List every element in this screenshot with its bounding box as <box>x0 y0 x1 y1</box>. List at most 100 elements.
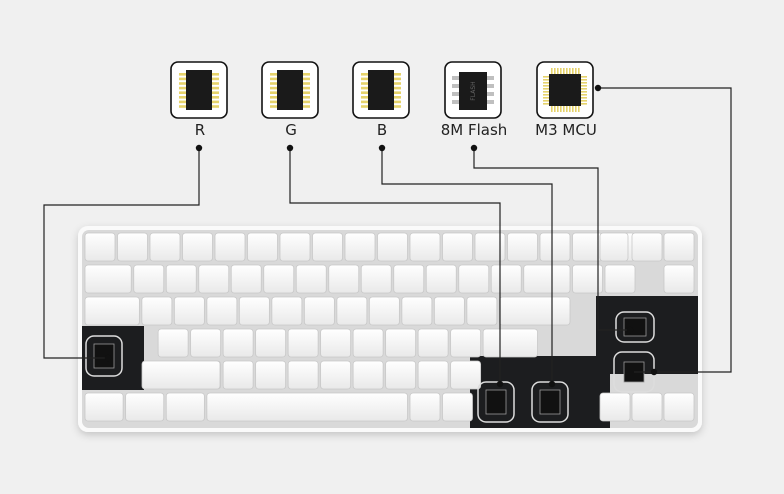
keycap <box>84 264 132 294</box>
chip-icon-r <box>170 61 228 119</box>
keycap <box>141 296 173 326</box>
keycap <box>631 232 663 262</box>
keycap <box>663 232 695 262</box>
keycap <box>336 296 368 326</box>
chip-label-r: R <box>194 121 206 139</box>
pcb-chip-flash-highlight <box>615 311 655 343</box>
connection-dot <box>650 368 658 376</box>
keycap <box>84 232 116 262</box>
wire-g <box>289 148 501 384</box>
keycap <box>523 264 571 294</box>
keycap <box>490 264 522 294</box>
keycap <box>214 232 246 262</box>
chip-label-g: G <box>285 121 297 139</box>
chip-marking-flash: FLASH <box>470 81 477 100</box>
chip-icon-flash: FLASH <box>444 61 502 119</box>
keycap <box>84 296 140 326</box>
keycap <box>255 328 287 358</box>
keycap <box>385 328 417 358</box>
keycap <box>165 392 205 422</box>
keycap <box>279 232 311 262</box>
keycap <box>409 392 441 422</box>
connection-dot <box>626 326 634 334</box>
keycap <box>222 360 254 390</box>
keycap <box>450 360 482 390</box>
keycap <box>417 328 449 358</box>
chip-icon-b <box>352 61 410 119</box>
connection-dots <box>104 84 658 388</box>
keycap <box>417 360 449 390</box>
keycap <box>117 232 148 262</box>
keycap <box>425 264 457 294</box>
keycap <box>312 232 343 262</box>
keycap <box>287 360 319 390</box>
keycap <box>287 328 319 358</box>
wire-b <box>381 148 553 384</box>
keycap <box>263 264 295 294</box>
keycap <box>149 232 181 262</box>
keycap <box>474 232 506 262</box>
keycap <box>663 392 695 422</box>
keycap <box>599 232 629 262</box>
keycap <box>393 264 425 294</box>
chip-icon-g <box>261 61 319 119</box>
connection-dot <box>496 380 504 388</box>
pcb-chip-r-highlight <box>85 335 123 377</box>
chip-body <box>459 72 487 110</box>
chip-icons: FLASH <box>170 61 594 119</box>
pcb-chip-r <box>93 343 115 369</box>
keycap <box>433 296 465 326</box>
keycap <box>141 360 221 390</box>
keycap <box>182 232 213 262</box>
keycap <box>482 328 538 358</box>
keycap <box>238 296 270 326</box>
keycap <box>466 296 498 326</box>
connection-dot <box>470 144 478 152</box>
keycap <box>377 232 408 262</box>
keycap <box>442 232 473 262</box>
keycap <box>320 360 352 390</box>
keycap <box>352 328 384 358</box>
keycap <box>206 392 408 422</box>
wire-flash <box>473 148 630 331</box>
keycap <box>328 264 360 294</box>
connection-dot <box>195 144 203 152</box>
connection-dot <box>378 144 386 152</box>
keycap <box>409 232 441 262</box>
chip-body <box>277 70 303 110</box>
connection-dot <box>548 380 556 388</box>
keycap <box>206 296 238 326</box>
keycap <box>271 296 303 326</box>
keycap <box>604 264 636 294</box>
keycap <box>84 392 124 422</box>
keycap <box>165 264 197 294</box>
wire-r <box>43 148 200 359</box>
keycap <box>230 264 262 294</box>
keycap <box>352 360 384 390</box>
pcb-chip-g <box>485 389 507 415</box>
chip-label-b: B <box>376 121 388 139</box>
chip-icon-mcu <box>536 61 594 119</box>
keycap <box>539 232 571 262</box>
keycap <box>599 392 631 422</box>
pcb-chip-g-highlight <box>477 381 515 423</box>
keycap <box>303 296 335 326</box>
keycap <box>498 296 571 326</box>
keycap <box>572 264 603 294</box>
keycap <box>368 296 400 326</box>
keycap <box>344 232 376 262</box>
keycap <box>190 328 222 358</box>
connection-dot <box>104 354 112 362</box>
keycap <box>385 360 417 390</box>
chip-body <box>368 70 394 110</box>
chip-label-mcu: M3 MCU <box>535 121 597 139</box>
keycap <box>401 296 433 326</box>
keycap <box>360 264 392 294</box>
pcb-chip-flash <box>623 317 647 337</box>
connection-dot <box>594 84 602 92</box>
pcb-right <box>596 296 698 374</box>
keycap <box>133 264 165 294</box>
keycap <box>295 264 327 294</box>
